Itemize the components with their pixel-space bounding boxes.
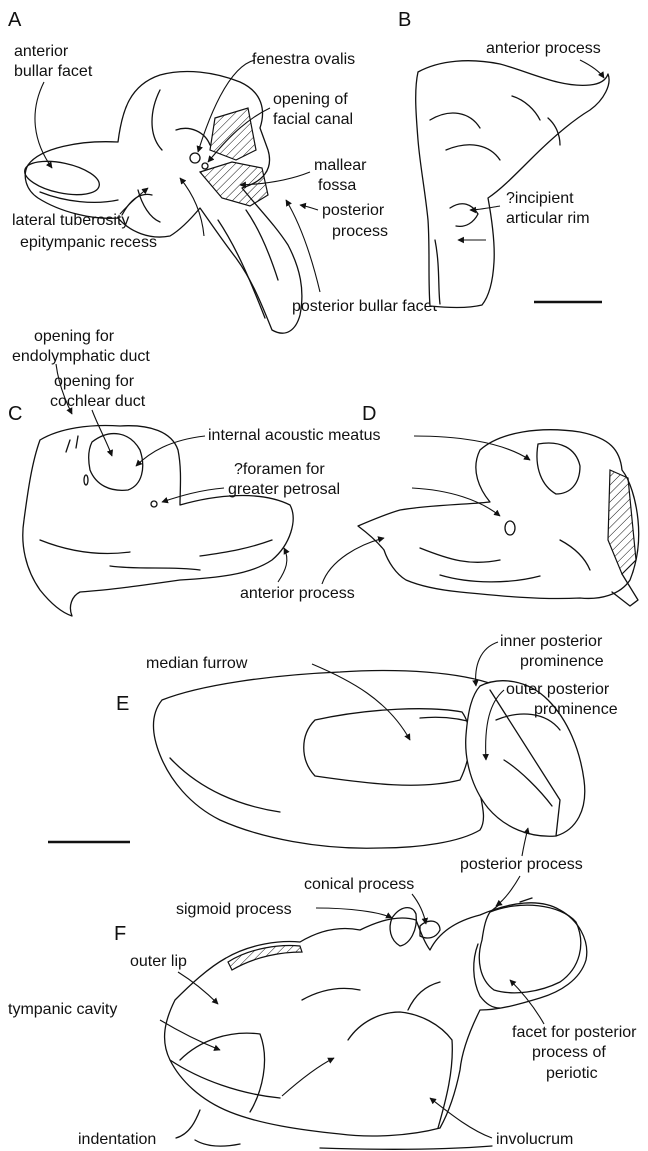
label-conical-process: conical process [304, 876, 414, 893]
label-indentation: indentation [78, 1131, 156, 1148]
label-outer-posterior-2: prominence [534, 701, 618, 718]
label-posterior-bullar-facet: posterior bullar facet [292, 298, 438, 315]
label-greater-petrosal-2: greater petrosal [228, 481, 340, 498]
label-cochlear-1: opening for [54, 373, 135, 390]
panel-label-c: C [8, 403, 22, 425]
bone-drawing-f [165, 898, 587, 1136]
label-posterior-process-ef: posterior process [460, 856, 583, 873]
panel-label-f: F [114, 923, 126, 945]
label-tympanic-cavity: tympanic cavity [8, 1001, 117, 1018]
label-sigmoid-process: sigmoid process [176, 901, 292, 918]
bone-drawing-d [358, 430, 639, 606]
label-lateral-tuberosity: lateral tuberosity [12, 212, 129, 229]
label-internal-acoustic-meatus: internal acoustic meatus [208, 427, 381, 444]
label-endolymphatic-1: opening for [34, 328, 115, 345]
label-mallear-fossa-2: fossa [318, 177, 356, 194]
label-anterior-process-b: anterior process [486, 40, 601, 57]
label-facial-canal-2: facial canal [273, 111, 353, 128]
label-outer-lip: outer lip [130, 953, 187, 970]
label-outer-posterior-1: outer posterior [506, 681, 610, 698]
label-incipient-rim-2: articular rim [506, 210, 590, 227]
label-fenestra-ovalis: fenestra ovalis [252, 51, 355, 68]
label-mallear-fossa-1: mallear [314, 157, 367, 174]
label-anterior-bullar-facet-2: bullar facet [14, 63, 93, 80]
label-anterior-process-cd: anterior process [240, 585, 355, 602]
label-inner-posterior-1: inner posterior [500, 633, 603, 650]
panel-label-d: D [362, 403, 376, 425]
panel-label-b: B [398, 9, 411, 31]
label-greater-petrosal-1: ?foramen for [234, 461, 325, 478]
label-anterior-bullar-facet-1: anterior [14, 43, 69, 60]
label-involucrum: involucrum [496, 1131, 573, 1148]
label-inner-posterior-2: prominence [520, 653, 604, 670]
label-facial-canal-1: opening of [273, 91, 348, 108]
label-posterior-process-a-1: posterior [322, 202, 385, 219]
label-facet-posterior-3: periotic [546, 1065, 598, 1082]
label-posterior-process-a-2: process [332, 223, 388, 240]
panel-label-a: A [8, 9, 22, 31]
label-incipient-rim-1: ?incipient [506, 190, 574, 207]
bone-drawing-b [416, 61, 609, 308]
label-facet-posterior-1: facet for posterior [512, 1024, 637, 1041]
bone-drawing-a [22, 71, 302, 333]
label-median-furrow: median furrow [146, 655, 248, 672]
label-facet-posterior-2: process of [532, 1044, 606, 1061]
label-endolymphatic-2: endolymphatic duct [12, 348, 150, 365]
panel-label-e: E [116, 693, 129, 715]
label-epitympanic-recess: epitympanic recess [20, 234, 157, 251]
